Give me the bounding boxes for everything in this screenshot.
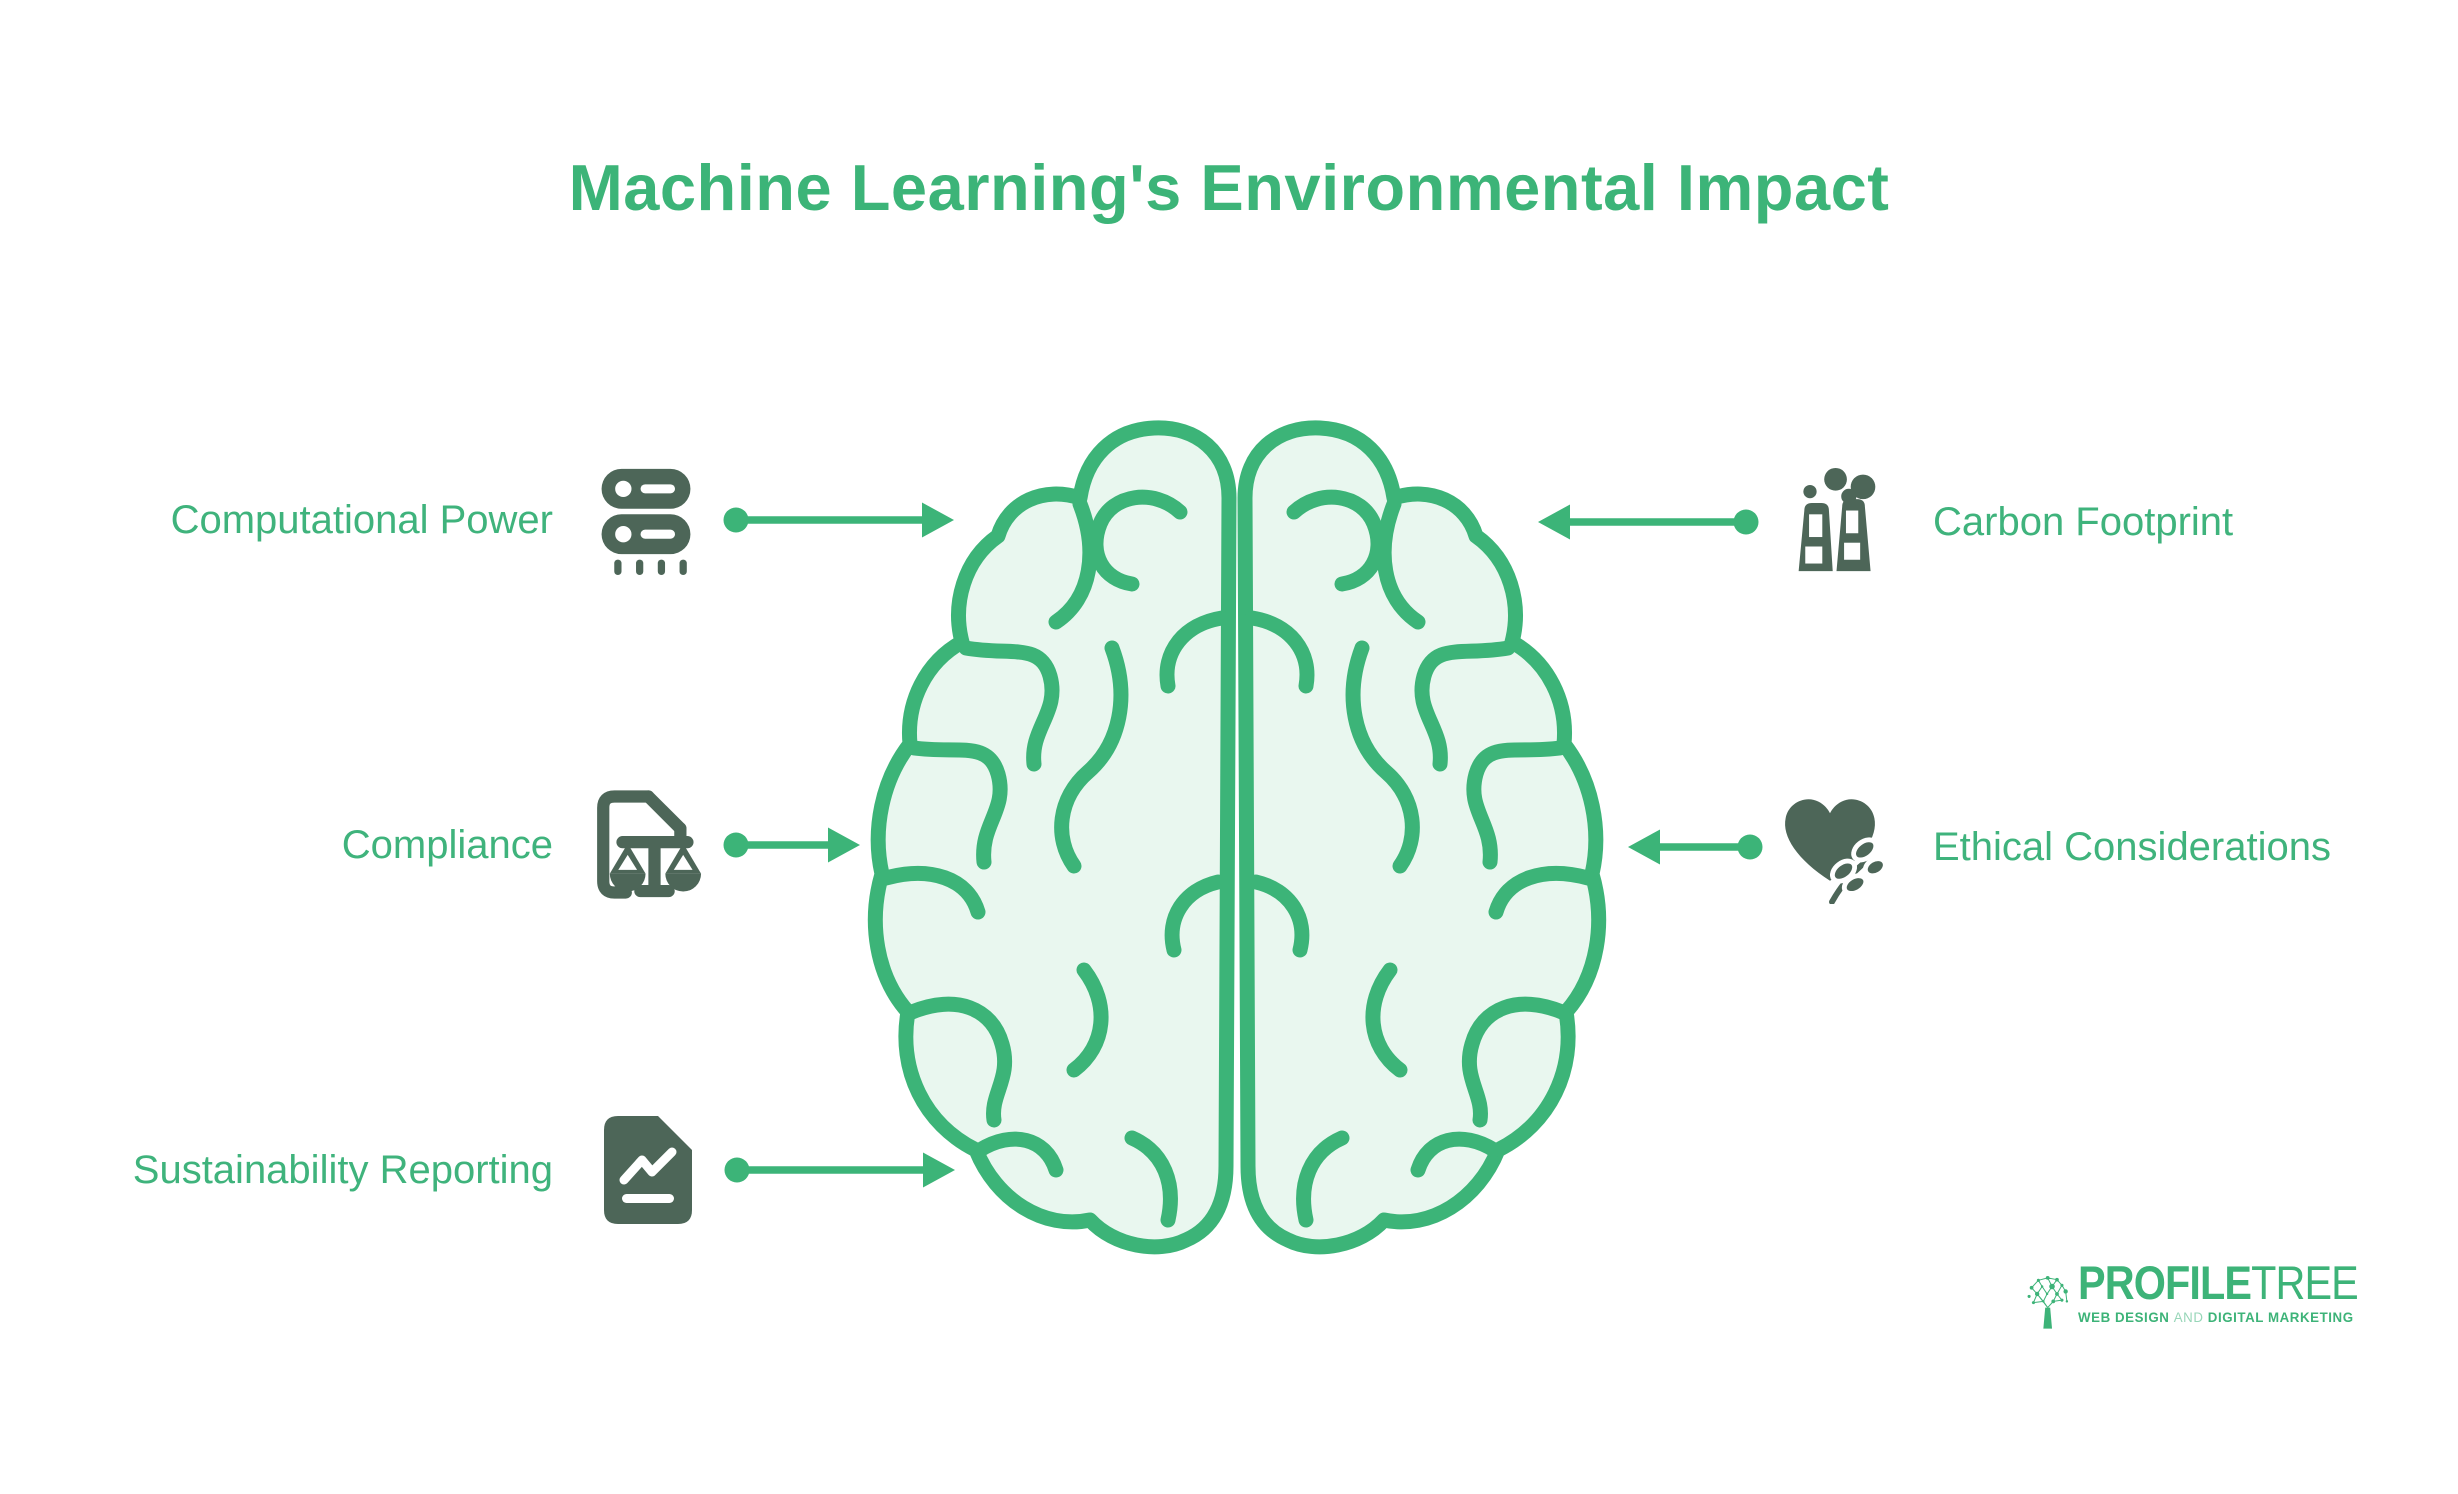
label-carbon-footprint: Carbon Footprint xyxy=(1933,500,2234,544)
profiletree-logo: PROFILETREE WEB DESIGN AND DIGITAL MARKE… xyxy=(2026,1258,2458,1346)
tagline-digital-marketing: DIGITAL MARKETING xyxy=(2208,1309,2355,1325)
arrow-right-icon xyxy=(724,1152,955,1188)
arrow-right-icon xyxy=(723,502,954,538)
label-sustainability-reporting: Sustainability Reporting xyxy=(132,1148,553,1192)
tagline-and: AND xyxy=(2174,1309,2204,1325)
tagline-web-design: WEB DESIGN xyxy=(2078,1309,2170,1325)
logo-text-block: PROFILETREE WEB DESIGN AND DIGITAL MARKE… xyxy=(2078,1258,2458,1327)
heart-leaf-icon xyxy=(1785,799,1884,904)
arrow-left-icon xyxy=(1538,504,1759,540)
label-ethical-considerations: Ethical Considerations xyxy=(1933,825,2331,869)
logo-word-profile: PROFILE xyxy=(2078,1256,2252,1309)
logo-word-tree: TREE xyxy=(2251,1256,2359,1309)
factory-smoke-icon xyxy=(1798,467,1876,572)
report-chart-icon xyxy=(604,1116,692,1224)
logo-tagline: WEB DESIGN AND DIGITAL MARKETING xyxy=(2078,1309,2354,1325)
server-icon xyxy=(601,468,691,575)
arrow-left-icon xyxy=(1628,829,1763,865)
label-computational-power: Computational Power xyxy=(170,498,553,542)
brain-illustration xyxy=(867,414,1616,1266)
document-scales-icon xyxy=(597,790,702,899)
logo-wordmark: PROFILETREE xyxy=(2078,1256,2359,1309)
arrow-right-icon xyxy=(723,827,860,863)
label-compliance: Compliance xyxy=(341,823,553,867)
page-title: Machine Learning's Environmental Impact xyxy=(568,151,1890,224)
network-tree-icon xyxy=(2027,1275,2069,1329)
